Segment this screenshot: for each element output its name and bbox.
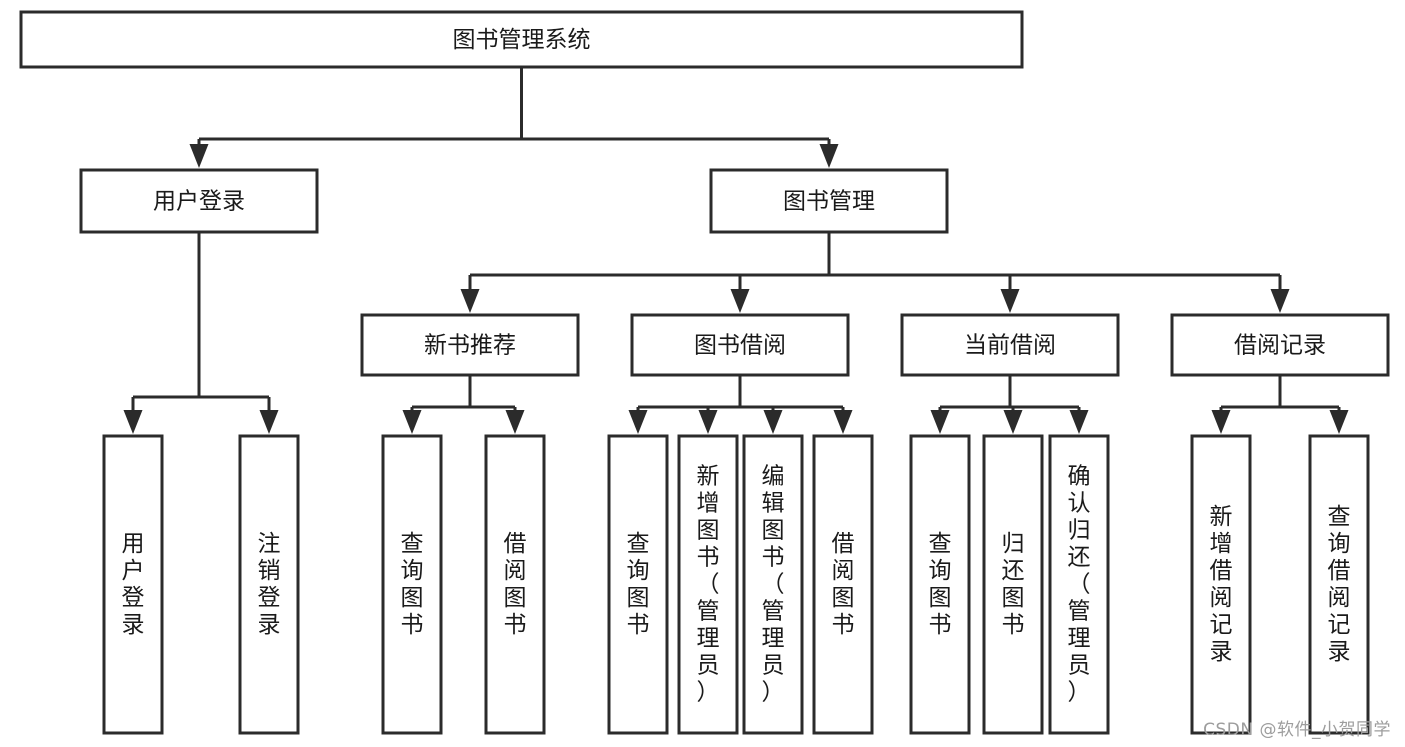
node-user-login[interactable]: 用户登录 (79, 168, 319, 234)
grp-user-login-to-0-arrowhead (123, 410, 143, 434)
node-leaf-borrow-book-2[interactable]: 借阅图书 (812, 434, 874, 735)
node-layer: 图书管理系统用户登录图书管理新书推荐图书借阅当前借阅借阅记录用户登录注销登录查询… (19, 10, 1390, 735)
root-to-0-arrowhead (189, 144, 209, 168)
grp-borrow-record-to-0-arrowhead (1211, 410, 1231, 434)
node-leaf-query-book-1-label: 查询图书 (401, 531, 424, 638)
book-manage-to-1-arrowhead (730, 289, 750, 313)
node-leaf-borrow-book-1-label: 借阅图书 (504, 531, 527, 638)
grp-user-login-to-1-arrowhead (259, 410, 279, 434)
node-leaf-logout[interactable]: 注销登录 (238, 434, 300, 735)
book-manage-to-2-arrowhead (1000, 289, 1020, 313)
node-book-borrow-label: 图书借阅 (694, 333, 786, 359)
node-root-rect (19, 10, 1024, 69)
grp-book-borrow-to-2-arrowhead (763, 410, 783, 434)
node-new-book-rec-label: 新书推荐 (424, 333, 516, 359)
node-leaf-query-book-2-label: 查询图书 (627, 531, 650, 638)
node-user-login-rect (79, 168, 319, 234)
node-leaf-edit-book-rect (742, 434, 804, 735)
node-leaf-query-book-3-rect (909, 434, 971, 735)
node-leaf-query-book-2[interactable]: 查询图书 (607, 434, 669, 735)
node-leaf-query-record-rect (1308, 434, 1370, 735)
root-to-1-arrowhead (819, 144, 839, 168)
grp-current-borrow-to-2-arrowhead (1069, 410, 1089, 434)
grp-current-borrow-to-0-arrowhead (930, 410, 950, 434)
node-root-label: 图书管理系统 (453, 27, 591, 53)
node-new-book-rec-rect (360, 313, 580, 377)
node-current-borrow[interactable]: 当前借阅 (900, 313, 1120, 377)
node-leaf-user-login-label: 用户登录 (122, 531, 145, 638)
node-leaf-return-book-label: 归还图书 (1002, 531, 1025, 638)
node-leaf-borrow-book-2-label: 借阅图书 (832, 531, 855, 638)
node-leaf-add-record-rect (1190, 434, 1252, 735)
node-leaf-query-record[interactable]: 查询借阅记录 (1308, 434, 1370, 735)
node-book-manage-rect (709, 168, 949, 234)
node-leaf-query-record-label: 查询借阅记录 (1328, 504, 1351, 665)
connector-layer (123, 67, 1349, 434)
node-leaf-user-login[interactable]: 用户登录 (102, 434, 164, 735)
node-leaf-return-book[interactable]: 归还图书 (982, 434, 1044, 735)
book-manage-to-0-arrowhead (460, 289, 480, 313)
node-leaf-query-book-3[interactable]: 查询图书 (909, 434, 971, 735)
node-leaf-borrow-book-2-rect (812, 434, 874, 735)
node-book-manage-label: 图书管理 (783, 189, 875, 215)
node-leaf-query-book-1-rect (381, 434, 443, 735)
node-leaf-borrow-book-1[interactable]: 借阅图书 (484, 434, 546, 735)
grp-book-borrow-to-0-arrowhead (628, 410, 648, 434)
grp-current-borrow-to-1-arrowhead (1003, 410, 1023, 434)
node-book-borrow[interactable]: 图书借阅 (630, 313, 850, 377)
book-manage-to-3-arrowhead (1270, 289, 1290, 313)
node-leaf-logout-rect (238, 434, 300, 735)
node-leaf-return-book-rect (982, 434, 1044, 735)
node-leaf-query-book-1[interactable]: 查询图书 (381, 434, 443, 735)
node-leaf-user-login-rect (102, 434, 164, 735)
node-book-manage[interactable]: 图书管理 (709, 168, 949, 234)
node-root[interactable]: 图书管理系统 (19, 10, 1024, 69)
node-leaf-add-record[interactable]: 新增借阅记录 (1190, 434, 1252, 735)
node-borrow-record[interactable]: 借阅记录 (1170, 313, 1390, 377)
grp-borrow-record-to-1-arrowhead (1329, 410, 1349, 434)
grp-book-borrow-to-3-arrowhead (833, 410, 853, 434)
node-leaf-query-book-2-rect (607, 434, 669, 735)
node-leaf-logout-label: 注销登录 (258, 531, 281, 638)
node-leaf-add-book-rect (677, 434, 739, 735)
node-leaf-confirm-return-label: 确认归还（管理员） (1068, 464, 1091, 706)
node-leaf-confirm-return[interactable]: 确认归还（管理员） (1048, 434, 1110, 735)
node-current-borrow-label: 当前借阅 (964, 333, 1056, 359)
grp-new-book-rec-to-1-arrowhead (505, 410, 525, 434)
node-current-borrow-rect (900, 313, 1120, 377)
node-leaf-borrow-book-1-rect (484, 434, 546, 735)
node-leaf-edit-book[interactable]: 编辑图书（管理员） (742, 434, 804, 735)
node-book-borrow-rect (630, 313, 850, 377)
node-user-login-label: 用户登录 (153, 189, 245, 215)
node-borrow-record-rect (1170, 313, 1390, 377)
node-leaf-query-book-3-label: 查询图书 (929, 531, 952, 638)
node-new-book-rec[interactable]: 新书推荐 (360, 313, 580, 377)
node-leaf-confirm-return-rect (1048, 434, 1110, 735)
node-leaf-add-record-label: 新增借阅记录 (1210, 504, 1233, 665)
node-leaf-edit-book-label: 编辑图书（管理员） (762, 464, 785, 706)
node-borrow-record-label: 借阅记录 (1234, 333, 1326, 359)
node-leaf-add-book-label: 新增图书（管理员） (697, 464, 720, 706)
grp-book-borrow-to-1-arrowhead (698, 410, 718, 434)
node-leaf-add-book[interactable]: 新增图书（管理员） (677, 434, 739, 735)
grp-new-book-rec-to-0-arrowhead (402, 410, 422, 434)
